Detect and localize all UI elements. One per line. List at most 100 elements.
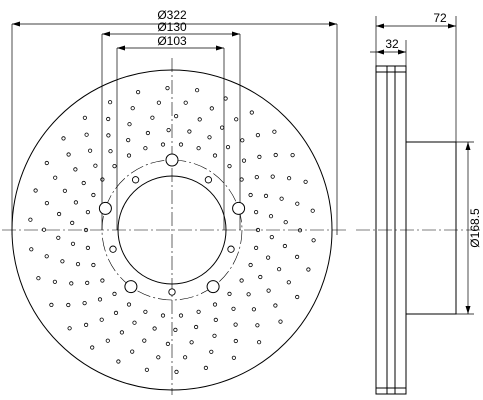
drilled-hole	[273, 303, 278, 308]
front-view: Ø322 Ø130 Ø103	[2, 8, 348, 395]
drilled-hole	[91, 262, 96, 268]
drilled-hole	[150, 115, 155, 120]
drilled-hole	[85, 245, 91, 250]
drilled-hole	[239, 278, 244, 283]
drilled-hole	[272, 129, 277, 134]
drilled-hole	[174, 369, 179, 374]
drilled-hole	[73, 167, 78, 172]
drilled-hole	[227, 291, 232, 296]
drilled-hole	[82, 300, 87, 306]
bolt-hole	[232, 201, 246, 215]
arrow-bolt-right	[232, 31, 240, 37]
drilled-hole	[126, 138, 131, 143]
drilled-hole	[112, 291, 117, 296]
drilled-hole	[44, 201, 50, 206]
drilled-hole	[130, 349, 135, 354]
drilled-hole	[66, 152, 71, 157]
locating-hole	[131, 176, 140, 184]
drilled-hole	[196, 309, 201, 314]
drilled-hole	[174, 114, 179, 119]
dim-disc-thickness-label: 32	[385, 37, 399, 51]
drilled-hole	[56, 211, 62, 217]
drilled-hole	[306, 267, 311, 272]
drilled-hole	[255, 133, 260, 138]
arrow-outer-right	[329, 21, 337, 27]
drilled-hole	[278, 319, 283, 324]
drilled-hole	[28, 217, 33, 222]
arrow-hub-bottom	[465, 306, 471, 314]
drilled-hole	[286, 280, 291, 285]
drilled-hole	[90, 345, 95, 350]
bolt-hole	[206, 280, 220, 294]
drilled-hole	[130, 106, 135, 111]
drilled-hole	[126, 302, 132, 307]
drilled-hole	[297, 228, 303, 233]
drilled-hole	[189, 340, 194, 345]
drilled-holes-group	[28, 86, 316, 374]
arrow-thickness-left	[376, 49, 384, 55]
drilled-hole	[84, 132, 89, 137]
arrow-thickness-right	[398, 49, 406, 55]
drilled-hole	[203, 365, 208, 370]
drilled-hole	[223, 96, 228, 101]
drilled-hole	[254, 175, 259, 180]
hub-side-profile	[405, 141, 457, 315]
drilled-hole	[311, 238, 316, 243]
drilled-hole	[178, 142, 184, 147]
drilled-hole	[239, 177, 244, 182]
drilled-hole	[144, 367, 149, 372]
drilled-hole	[136, 90, 141, 95]
drilled-hole	[183, 355, 188, 360]
drilled-hole	[85, 210, 91, 215]
drilled-hole	[209, 349, 214, 354]
drilled-hole	[273, 152, 278, 158]
bolt-hole	[124, 280, 138, 294]
drilled-hole	[142, 338, 147, 343]
drilled-hole	[69, 281, 74, 286]
drilled-hole	[195, 88, 200, 93]
drilled-hole	[160, 313, 166, 318]
drilled-hole	[212, 302, 218, 307]
drilled-hole	[132, 320, 137, 325]
drilled-hole	[100, 278, 105, 283]
drilled-hole	[212, 333, 217, 338]
drilled-hole	[105, 338, 110, 343]
drilled-hole	[295, 294, 300, 300]
drilled-hole	[303, 179, 308, 184]
drilled-hole	[251, 307, 256, 312]
drilled-hole	[99, 317, 104, 322]
drilled-hole	[255, 227, 261, 233]
bolt-hole	[165, 153, 179, 167]
drilled-hole	[249, 110, 254, 115]
drilled-hole	[29, 247, 34, 252]
drilled-hole	[84, 322, 89, 327]
drilled-hole	[106, 116, 111, 122]
drilled-hole	[108, 100, 113, 105]
drilled-hole	[178, 313, 184, 318]
locating-hole	[227, 245, 235, 253]
bolt-circle-centerline	[101, 159, 243, 301]
drilled-hole	[165, 341, 170, 346]
drilled-hole	[62, 188, 68, 193]
drilled-hole	[119, 330, 125, 335]
drilled-hole	[283, 220, 288, 225]
drilled-hole	[52, 279, 58, 284]
drilled-hole	[100, 177, 105, 182]
drilled-hole	[234, 117, 239, 122]
arrow-height-right	[448, 23, 456, 29]
drilled-hole	[156, 355, 161, 360]
drilled-hole	[152, 326, 157, 331]
drilled-hole	[207, 135, 212, 140]
drilled-hole	[143, 146, 148, 151]
drilled-hole	[233, 322, 238, 327]
drilled-hole	[112, 164, 117, 169]
drilled-hole	[220, 125, 225, 130]
drilled-hole	[36, 276, 41, 281]
drilled-hole	[258, 274, 263, 280]
dim-bolt-circle-label: Ø130	[157, 20, 187, 34]
dim-hub-diameter-label: Ø168.5	[468, 208, 482, 248]
drilled-hole	[75, 261, 81, 267]
drilled-hole	[268, 214, 274, 219]
drilled-hole	[73, 200, 79, 205]
